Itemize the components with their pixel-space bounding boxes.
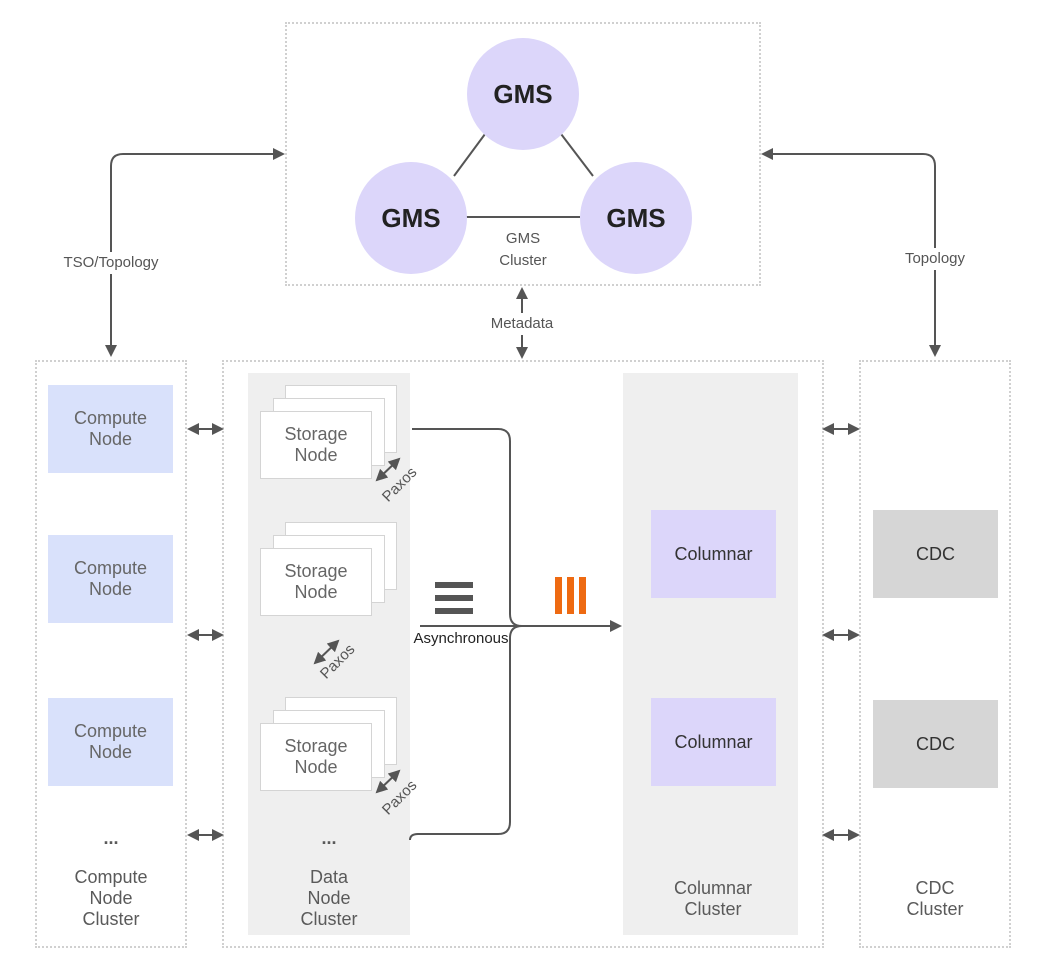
gms-node-left: GMS: [355, 162, 467, 274]
gms-cluster-label: GMS Cluster: [499, 230, 547, 269]
replication-branch-bottom: [409, 625, 523, 841]
metadata-label: Metadata: [482, 313, 562, 335]
data-cluster-label: Data Node Cluster: [300, 867, 358, 929]
topology-label: Topology: [895, 248, 975, 270]
paxos-arrow-3: [375, 769, 401, 794]
storage-node: Storage Node: [260, 411, 372, 479]
columnar-cluster-label: Columnar Cluster: [673, 878, 753, 919]
compute-cluster-frame: [35, 360, 187, 948]
columnar-node: Columnar: [651, 698, 776, 786]
storage-node: Storage Node: [260, 548, 372, 616]
gms-node-top: GMS: [467, 38, 579, 150]
tso-topology-label: TSO/Topology: [48, 252, 174, 274]
topology-arrow: [761, 148, 941, 357]
tso-topology-arrow: [105, 148, 285, 357]
gms-link-top-right: [557, 129, 594, 177]
replication-branch-top: [412, 428, 523, 627]
column-store-icon: [555, 577, 586, 614]
columnar-node: Columnar: [651, 510, 776, 598]
cdc-node: CDC: [873, 510, 998, 598]
compute-node: Compute Node: [48, 535, 173, 623]
storage-node: Storage Node: [260, 723, 372, 791]
compute-node: Compute Node: [48, 698, 173, 786]
paxos-arrow-1: [375, 457, 401, 482]
compute-cluster-label: Compute Node Cluster: [74, 867, 148, 929]
cdc-node: CDC: [873, 700, 998, 788]
data-ellipsis: ...: [321, 828, 337, 848]
compute-node: Compute Node: [48, 385, 173, 473]
compute-ellipsis: ...: [103, 828, 119, 848]
asynchronous-label: Asynchronous: [413, 630, 509, 647]
columnar-panel: [623, 373, 798, 935]
cdc-cluster-frame: [859, 360, 1011, 948]
row-store-icon: [435, 582, 473, 614]
gms-node-right: GMS: [580, 162, 692, 274]
gms-link-top-left: [453, 129, 489, 177]
paxos-arrow-2: [313, 639, 340, 665]
gms-cluster-frame: [285, 22, 761, 286]
main-cluster-frame: [222, 360, 824, 948]
cdc-cluster-label: CDC Cluster: [906, 878, 964, 919]
